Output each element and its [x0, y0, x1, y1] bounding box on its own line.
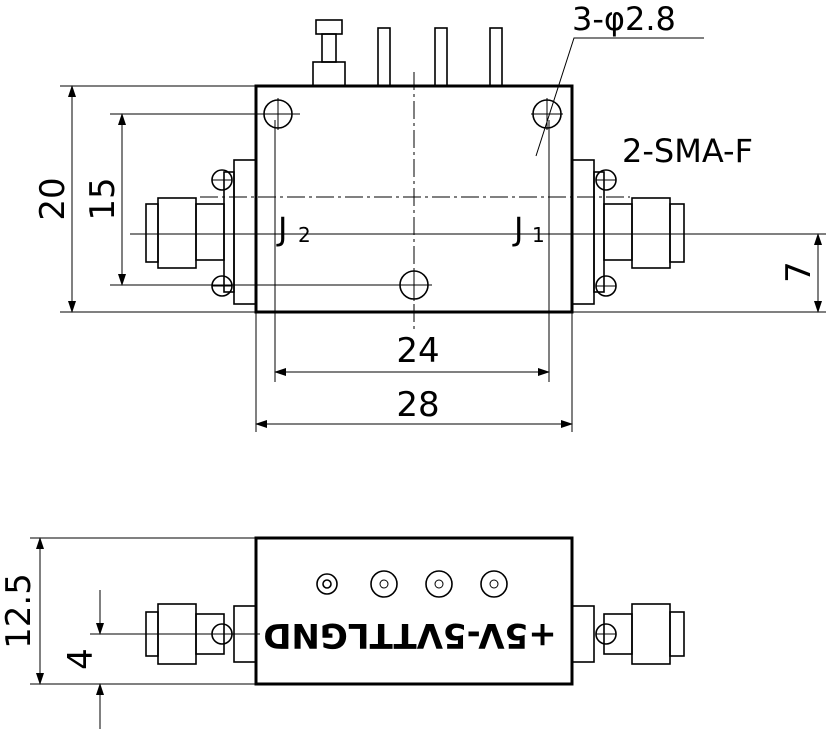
dim-port-height: 4 — [61, 648, 101, 670]
mounting-hole-bottom-center — [398, 269, 432, 301]
port-left-letter: J — [276, 210, 287, 248]
dim-port-offset: 7 — [779, 261, 819, 283]
dim-width-inner: 24 — [396, 331, 439, 371]
hole-callout-label: 3-φ2.8 — [572, 0, 676, 38]
dim-height-inner: 15 — [83, 177, 123, 220]
mounting-hole-top-right — [531, 98, 563, 130]
sma-connector-right-side — [571, 603, 685, 665]
pin-terminal-3 — [425, 570, 453, 598]
pin-terminal-1 — [316, 573, 338, 595]
port-label-j2: J 2 — [276, 210, 311, 248]
side-view: +5V-5VTTLGND 12.5 4 — [0, 536, 685, 729]
port-right-letter: J — [512, 210, 523, 248]
sma-connector-right — [571, 159, 685, 305]
sma-connector-left — [145, 159, 257, 305]
hole-callout-leader — [535, 37, 704, 157]
connector-callout-label: 2-SMA-F — [622, 132, 753, 170]
pin-terminal-2 — [370, 570, 398, 598]
dim-height-outer: 20 — [33, 177, 73, 220]
top-pins — [312, 19, 503, 87]
extension-lines-top — [60, 85, 826, 432]
port-right-number: 1 — [532, 223, 545, 247]
dim-side-height: 12.5 — [0, 573, 39, 649]
pin-label: +5V-5VTTLGND — [263, 615, 556, 655]
port-left-number: 2 — [298, 223, 311, 247]
side-body-outline — [254, 536, 574, 686]
port-label-j1: J 1 — [512, 210, 545, 248]
dim-width-outer: 28 — [396, 385, 439, 425]
pin-terminal-4 — [480, 570, 508, 598]
top-view: 20 15 24 28 7 3-φ2.8 2-SMA-F J 2 J 1 — [33, 0, 826, 432]
